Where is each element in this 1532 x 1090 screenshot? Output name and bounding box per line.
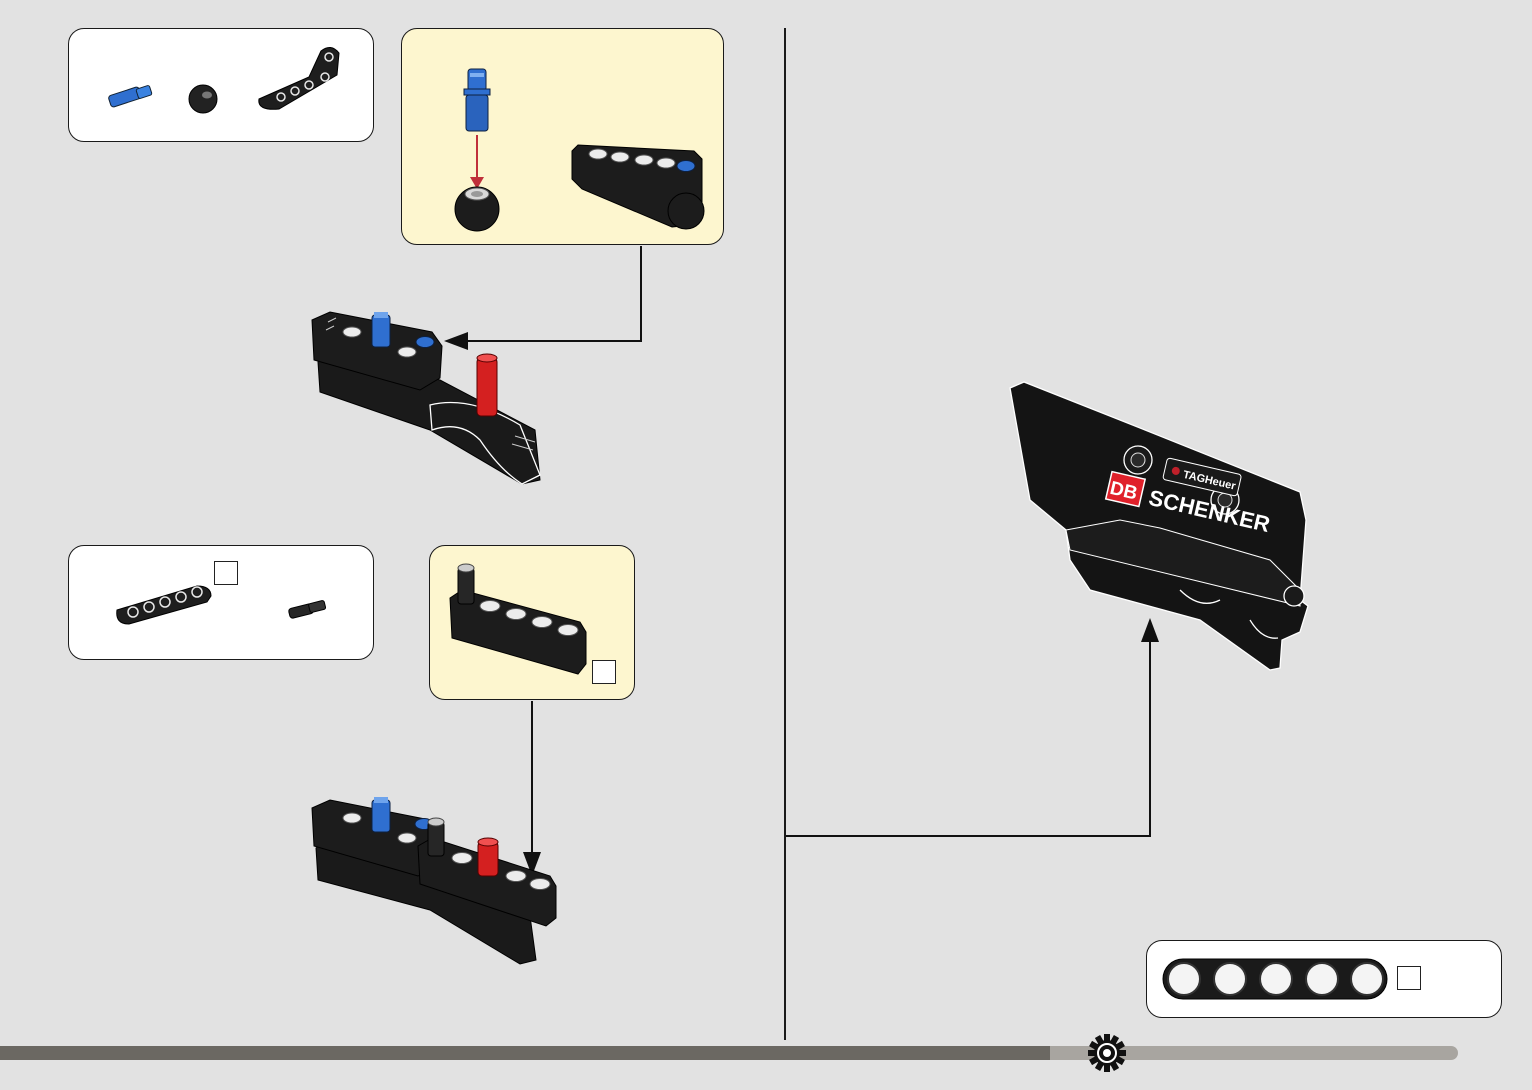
gear-hub (1103, 1049, 1111, 1057)
